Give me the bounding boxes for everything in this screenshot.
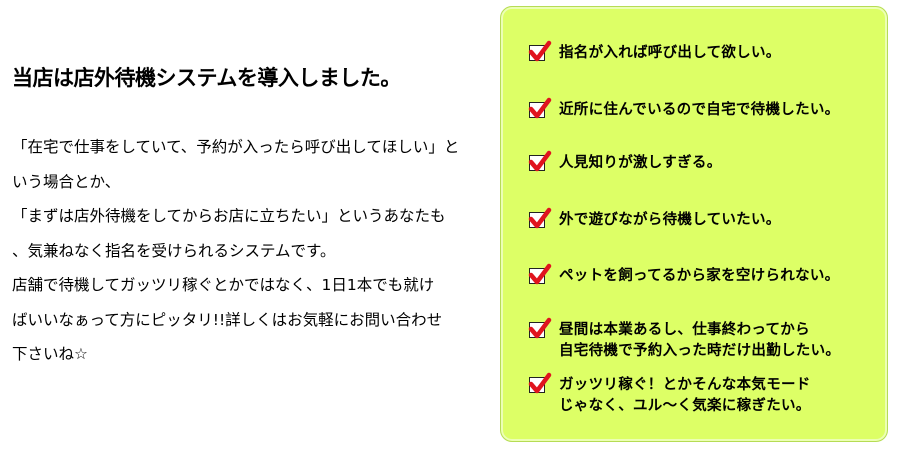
checklist-item-text: ペットを飼ってるから家を空けられない。 <box>559 266 839 287</box>
checklist-item-line: 昼間は本業あるし、仕事終わってから <box>559 322 810 338</box>
checklist-item: 指名が入れば呼び出して欲しい。 <box>528 40 781 64</box>
checklist-item-text: 人見知りが激しすぎる。 <box>559 153 722 174</box>
checklist-item-line: 指名が入れば呼び出して欲しい。 <box>559 45 781 61</box>
description-line: 、気兼ねなく指名を受けられるシステムです。 <box>12 241 336 260</box>
red-checkmark-icon <box>528 97 552 120</box>
red-checkmark-icon <box>528 317 552 340</box>
checklist-panel: 指名が入れば呼び出して欲しい。 近所に住んでいるので自宅で待機したい。 人見知り… <box>500 6 888 442</box>
checklist-item: 人見知りが激しすぎる。 <box>528 150 722 174</box>
checklist-item-text: ガッツリ稼ぐ！とかそんな本気モード じゃなく、ユル～く気楽に稼ぎたい。 <box>559 375 811 417</box>
page-heading: 当店は店外待機システムを導入しました。 <box>12 66 401 91</box>
checklist-item: 外で遊びながら待機していたい。 <box>528 207 781 231</box>
description-text: 「在宅で仕事をしていて、予約が入ったら呼び出してほしい」と いう場合とか、 「ま… <box>12 130 492 372</box>
checklist-item-line: 自宅待機で予約入った時だけ出勤したい。 <box>559 343 841 359</box>
red-checkmark-icon <box>528 263 552 286</box>
description-line: 下さいね☆ <box>12 345 88 363</box>
checklist-item: 昼間は本業あるし、仕事終わってから 自宅待機で予約入った時だけ出勤したい。 <box>528 317 840 362</box>
checklist-item: ガッツリ稼ぐ！とかそんな本気モード じゃなく、ユル～く気楽に稼ぎたい。 <box>528 372 811 417</box>
checklist-item: 近所に住んでいるので自宅で待機したい。 <box>528 97 839 121</box>
description-line: いう場合とか、 <box>12 172 121 191</box>
checklist-item: ペットを飼ってるから家を空けられない。 <box>528 263 839 287</box>
checklist-item-line: 外で遊びながら待機していたい。 <box>559 212 781 228</box>
checklist-item-text: 外で遊びながら待機していたい。 <box>559 210 781 231</box>
checklist-item-line: ガッツリ稼ぐ！とかそんな本気モード <box>559 377 811 393</box>
checklist-item-line: じゃなく、ユル～く気楽に稼ぎたい。 <box>559 398 811 414</box>
red-checkmark-icon <box>528 207 552 230</box>
red-checkmark-icon <box>528 40 552 63</box>
description-line: 「まずは店外待機をしてからお店に立ちたい」というあなたも <box>12 207 446 225</box>
description-line: 店舗で待機してガッツリ稼ぐとかではなく、1日1本でも就け <box>12 276 435 294</box>
checklist-item-line: 人見知りが激しすぎる。 <box>559 155 722 171</box>
checklist-item-text: 近所に住んでいるので自宅で待機したい。 <box>559 100 839 121</box>
checklist-item-text: 昼間は本業あるし、仕事終わってから 自宅待機で予約入った時だけ出勤したい。 <box>559 320 840 362</box>
checklist-item-line: 近所に住んでいるので自宅で待機したい。 <box>559 102 840 118</box>
checklist-item-line: ペットを飼ってるから家を空けられない。 <box>559 268 840 284</box>
checklist-item-text: 指名が入れば呼び出して欲しい。 <box>559 43 781 64</box>
description-line: ばいいなぁって方にピッタリ!!詳しくはお気軽にお問い合わせ <box>12 310 443 329</box>
red-checkmark-icon <box>528 150 552 173</box>
red-checkmark-icon <box>528 372 552 395</box>
description-line: 「在宅で仕事をしていて、予約が入ったら呼び出してほしい」と <box>12 138 460 156</box>
